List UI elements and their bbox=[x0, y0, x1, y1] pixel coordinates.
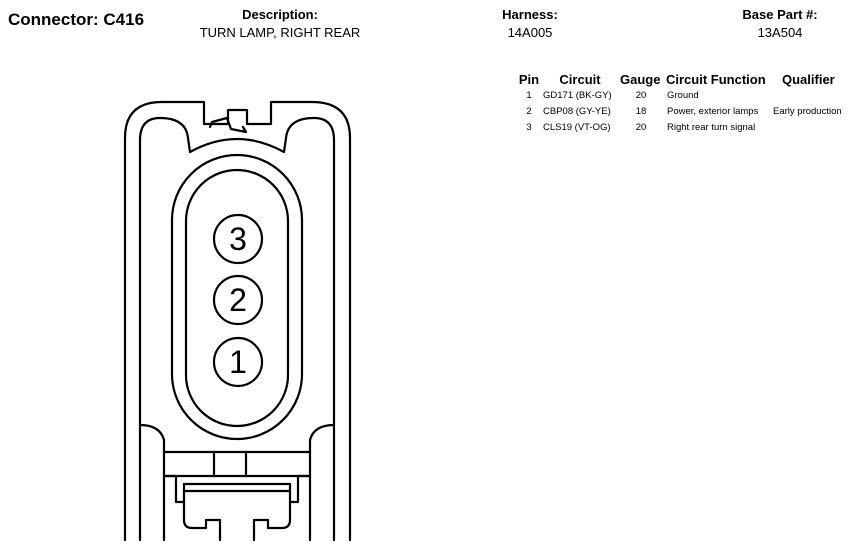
row-circuit: GD171 (BK-GY) bbox=[543, 90, 612, 101]
row-qualifier: Early production bbox=[773, 106, 842, 117]
row-gauge: 18 bbox=[635, 106, 647, 117]
pin-2-label: 2 bbox=[229, 282, 247, 318]
row-circuit: CLS19 (VT-OG) bbox=[543, 122, 611, 133]
pin-1-circle bbox=[212, 336, 264, 388]
row-gauge: 20 bbox=[635, 122, 647, 133]
row-circuit: CBP08 (GY-YE) bbox=[543, 106, 611, 117]
column-header-function: Circuit Function bbox=[666, 72, 766, 87]
harness-label: Harness: bbox=[502, 7, 558, 22]
housing-outline bbox=[123, 100, 352, 542]
pin-cavity-outer bbox=[170, 153, 304, 441]
column-header-gauge: Gauge bbox=[620, 72, 661, 87]
row-function: Power, exterior lamps bbox=[667, 106, 759, 117]
row-pin: 2 bbox=[526, 106, 532, 117]
pin-3-label: 3 bbox=[229, 221, 247, 257]
pin-1-label: 1 bbox=[229, 344, 247, 380]
harness-value: 14A005 bbox=[507, 25, 553, 40]
row-pin: 3 bbox=[526, 122, 532, 133]
housing-inner-wall bbox=[138, 116, 336, 542]
row-gauge: 20 bbox=[635, 90, 647, 101]
row-function: Right rear turn signal bbox=[667, 122, 756, 133]
description-label: Description: bbox=[242, 7, 318, 22]
column-header-pin: Pin bbox=[518, 72, 540, 87]
lower-lock-bracket bbox=[138, 423, 166, 542]
column-header-circuit: Circuit bbox=[559, 72, 601, 87]
connector-title: Connector: C416 bbox=[8, 10, 145, 29]
pin-cavity-inner bbox=[184, 168, 290, 428]
pin-3-circle bbox=[212, 213, 264, 265]
base-part-label: Base Part #: bbox=[742, 7, 818, 22]
row-function: Ground bbox=[667, 90, 699, 101]
pin-2-circle bbox=[212, 274, 264, 326]
column-header-qualifier: Qualifier bbox=[782, 72, 835, 87]
row-pin: 1 bbox=[526, 90, 532, 101]
base-part-value: 13A504 bbox=[757, 25, 803, 40]
description-value: TURN LAMP, RIGHT REAR bbox=[199, 25, 361, 40]
latch-tab bbox=[208, 116, 248, 134]
